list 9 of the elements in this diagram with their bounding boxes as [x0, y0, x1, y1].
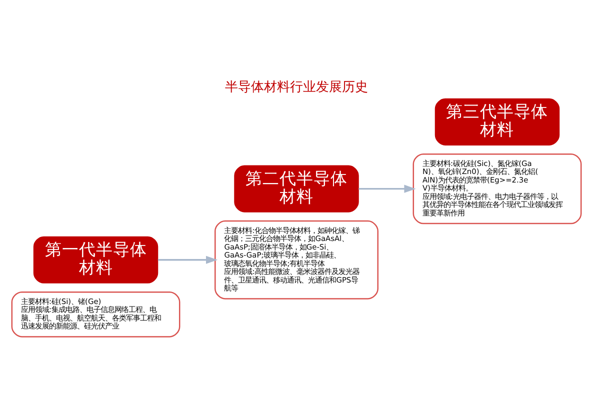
node-box: 主要材料:化合物半导体材料，如砷化镓、锑化铟；三元化合物半导体，如GaAsAl、GaAsP;固溶体半导体，如Ge-Si、GaAs-GaP;玻璃半导体，如非晶硅、玻璃态氧化物半导体;有机半导体 应用领域:高性能微波、毫米波器件及发光器件、卫星通讯、移动通讯、光通信和GPS导航等: [214, 220, 378, 300]
node-box: 主要材料:碳化硅(Sic)、氮化镓(GaN)、氧化锌(Zn0)、金刚石、氮化铝(AlN)为代表的宽禁带(Eg>=2.3eV)半导体材料。 应用领域:光电子器件、电力电子器件等，以其优异的半导体性能在各个现代工业领域发挥重要革新作用: [412, 154, 582, 224]
diagram-title: 半导体材料行业发展历史: [225, 80, 368, 96]
node-box: 第一代半导体材料: [33, 236, 158, 284]
arrow: [158, 256, 218, 264]
node-box: 第二代半导体材料: [234, 165, 359, 212]
node-box: 第三代半导体材料: [434, 98, 560, 146]
node-box: 主要材料:硅(Si)、锗(Ge) 应用领域:集成电路、电子信息网络工程、电脑、手机、电视、航空航天、各类军事工程和迅速发展的新能源、硅光伏产业: [11, 291, 180, 338]
arrow: [358, 184, 416, 193]
